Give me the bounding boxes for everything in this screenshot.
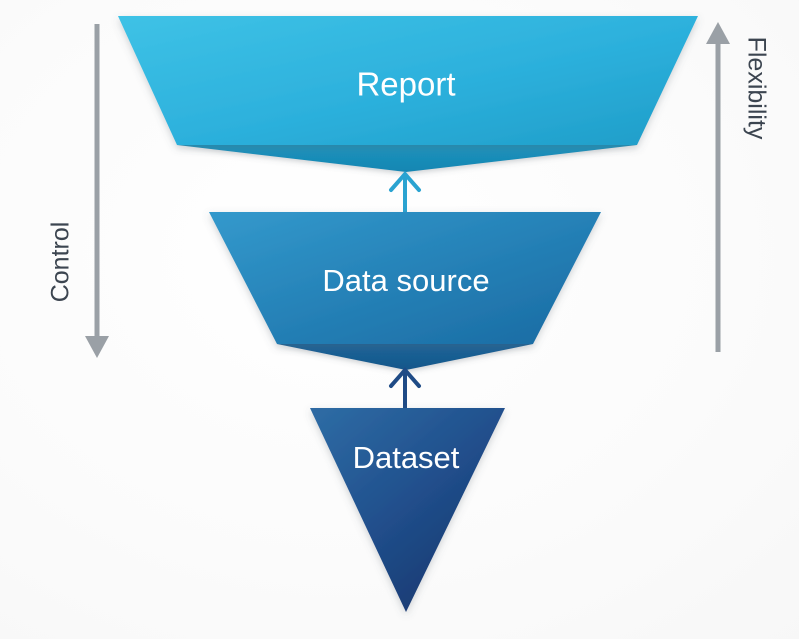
data-source-body [209, 212, 601, 344]
dataset-label: Dataset [353, 440, 460, 475]
flexibility-axis-arrowhead-up [706, 22, 730, 44]
connector-upper-arrowhead [389, 170, 421, 192]
connector-data-source-to-report [389, 170, 421, 213]
report-body [118, 16, 698, 145]
axis-label-flexibility: Flexibility [742, 37, 770, 140]
connector-dataset-to-data-source [389, 366, 421, 409]
data-source-label: Data source [322, 263, 489, 298]
connector-lower-arrowhead [389, 366, 421, 388]
axis-label-control: Control [47, 222, 75, 303]
axis-flexibility: Flexibility [706, 22, 770, 352]
control-axis-arrowhead-down [85, 336, 109, 358]
report-fold [177, 145, 637, 172]
funnel-stage-dataset[interactable]: Dataset [310, 408, 505, 612]
dataset-body [310, 408, 505, 612]
axis-control: Control [47, 24, 109, 358]
funnel-stage-data-source[interactable]: Data source [209, 212, 601, 370]
report-label: Report [356, 66, 455, 103]
funnel-stage-report[interactable]: Report [118, 16, 698, 172]
data-source-fold [277, 344, 533, 370]
